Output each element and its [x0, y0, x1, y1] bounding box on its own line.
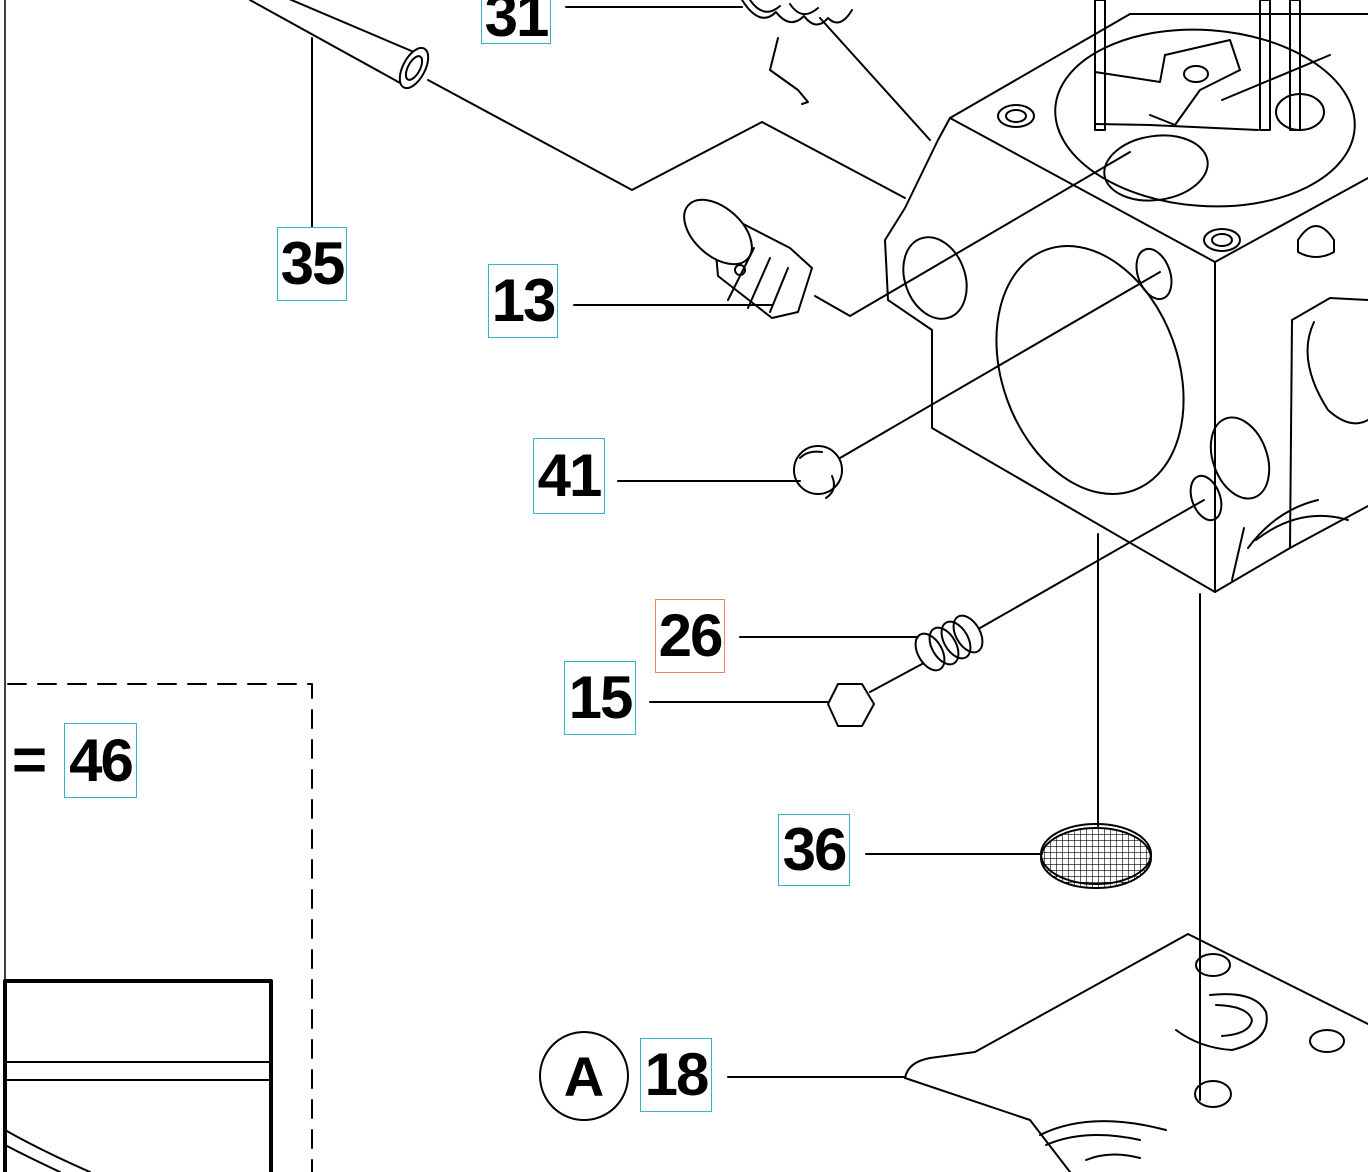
kit-inset-thumbnail [3, 979, 273, 1172]
callout-41[interactable]: 41 [533, 438, 605, 514]
part-31-spring [741, 0, 853, 105]
assembly-line-31 [819, 17, 931, 141]
assembly-line-13 [814, 151, 1131, 317]
assembly-line-35 [427, 79, 906, 199]
callout-26[interactable]: 26 [655, 599, 725, 673]
callout-35[interactable]: 35 [277, 227, 347, 301]
part-41-plug [793, 445, 843, 499]
part-15-ball [827, 683, 875, 727]
part-13-screw [683, 198, 813, 319]
kit-dashed-box [7, 683, 313, 1172]
callout-15[interactable]: 15 [564, 661, 636, 735]
assembly-marker-a: A [539, 1031, 629, 1121]
part-36-screen [1040, 823, 1152, 889]
assembly-line-41 [839, 271, 1161, 459]
assembly-line-15 [869, 663, 923, 693]
callout-18[interactable]: 18 [640, 1038, 712, 1112]
assembly-line-26 [979, 499, 1205, 629]
part-26-spring [914, 614, 984, 672]
carburetor-body [884, 0, 1368, 593]
callout-46[interactable]: 46 [64, 723, 137, 798]
kit-equals-sign: = [12, 726, 48, 793]
callout-13[interactable]: 13 [488, 264, 558, 338]
part-35-tube [249, 0, 430, 90]
callout-31[interactable]: 31 [481, 0, 551, 46]
part-18-gasket [904, 933, 1368, 1172]
callout-36[interactable]: 36 [778, 814, 850, 886]
